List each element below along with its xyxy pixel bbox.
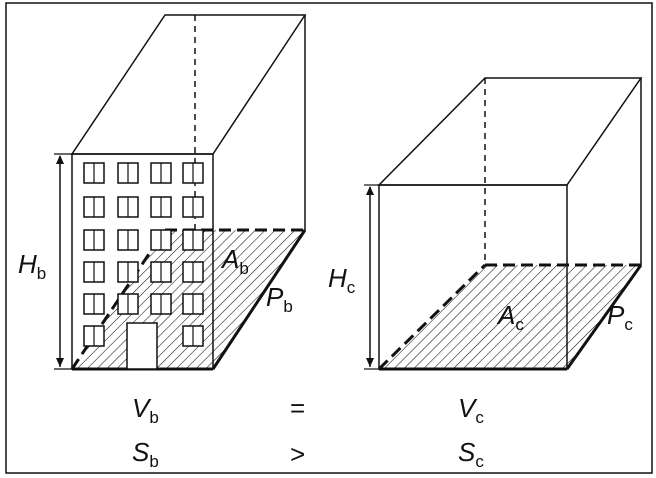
building-windows <box>83 162 204 347</box>
building-window <box>150 261 172 283</box>
building-window <box>182 293 204 315</box>
equation-left-term: Vb <box>132 393 159 427</box>
building-window <box>150 229 172 251</box>
equation-right-term: Sc <box>458 437 484 471</box>
equation-row-surface: Sb > Sc <box>132 437 484 471</box>
building-window <box>117 293 139 315</box>
building-window <box>182 325 204 347</box>
cuboid-shape <box>377 77 643 371</box>
building-window <box>150 196 172 218</box>
figure-frame <box>5 2 653 474</box>
building-window <box>83 229 105 251</box>
building-window <box>117 261 139 283</box>
building-window <box>83 162 105 184</box>
building-shape <box>70 14 307 371</box>
building-window <box>150 293 172 315</box>
equation-row-volume: Vb = Vc <box>132 393 484 427</box>
building-perimeter-label: Pb <box>266 282 293 316</box>
equation-left-term: Sb <box>132 437 159 471</box>
building-window <box>83 325 105 347</box>
building-window <box>182 162 204 184</box>
building-window <box>117 162 139 184</box>
equation-operator: > <box>290 439 305 469</box>
building-area-label: Ab <box>220 244 249 278</box>
cuboid-area-label: Ac <box>496 300 524 334</box>
cuboid-height-label: Hc <box>328 263 356 297</box>
equation-operator: = <box>290 393 305 423</box>
building-window <box>182 229 204 251</box>
building-door <box>126 322 158 370</box>
building-window <box>83 196 105 218</box>
cuboid-base-area <box>379 265 641 369</box>
building-window <box>117 196 139 218</box>
cuboid-front-face <box>378 184 568 370</box>
cuboid-perimeter-label: Pc <box>607 300 633 334</box>
building-window <box>182 196 204 218</box>
building-window <box>150 162 172 184</box>
building-window <box>83 261 105 283</box>
building-window <box>83 293 105 315</box>
building-window <box>182 261 204 283</box>
equation-right-term: Vc <box>458 393 484 427</box>
building-window <box>117 229 139 251</box>
building-height-label: Hb <box>18 249 46 283</box>
